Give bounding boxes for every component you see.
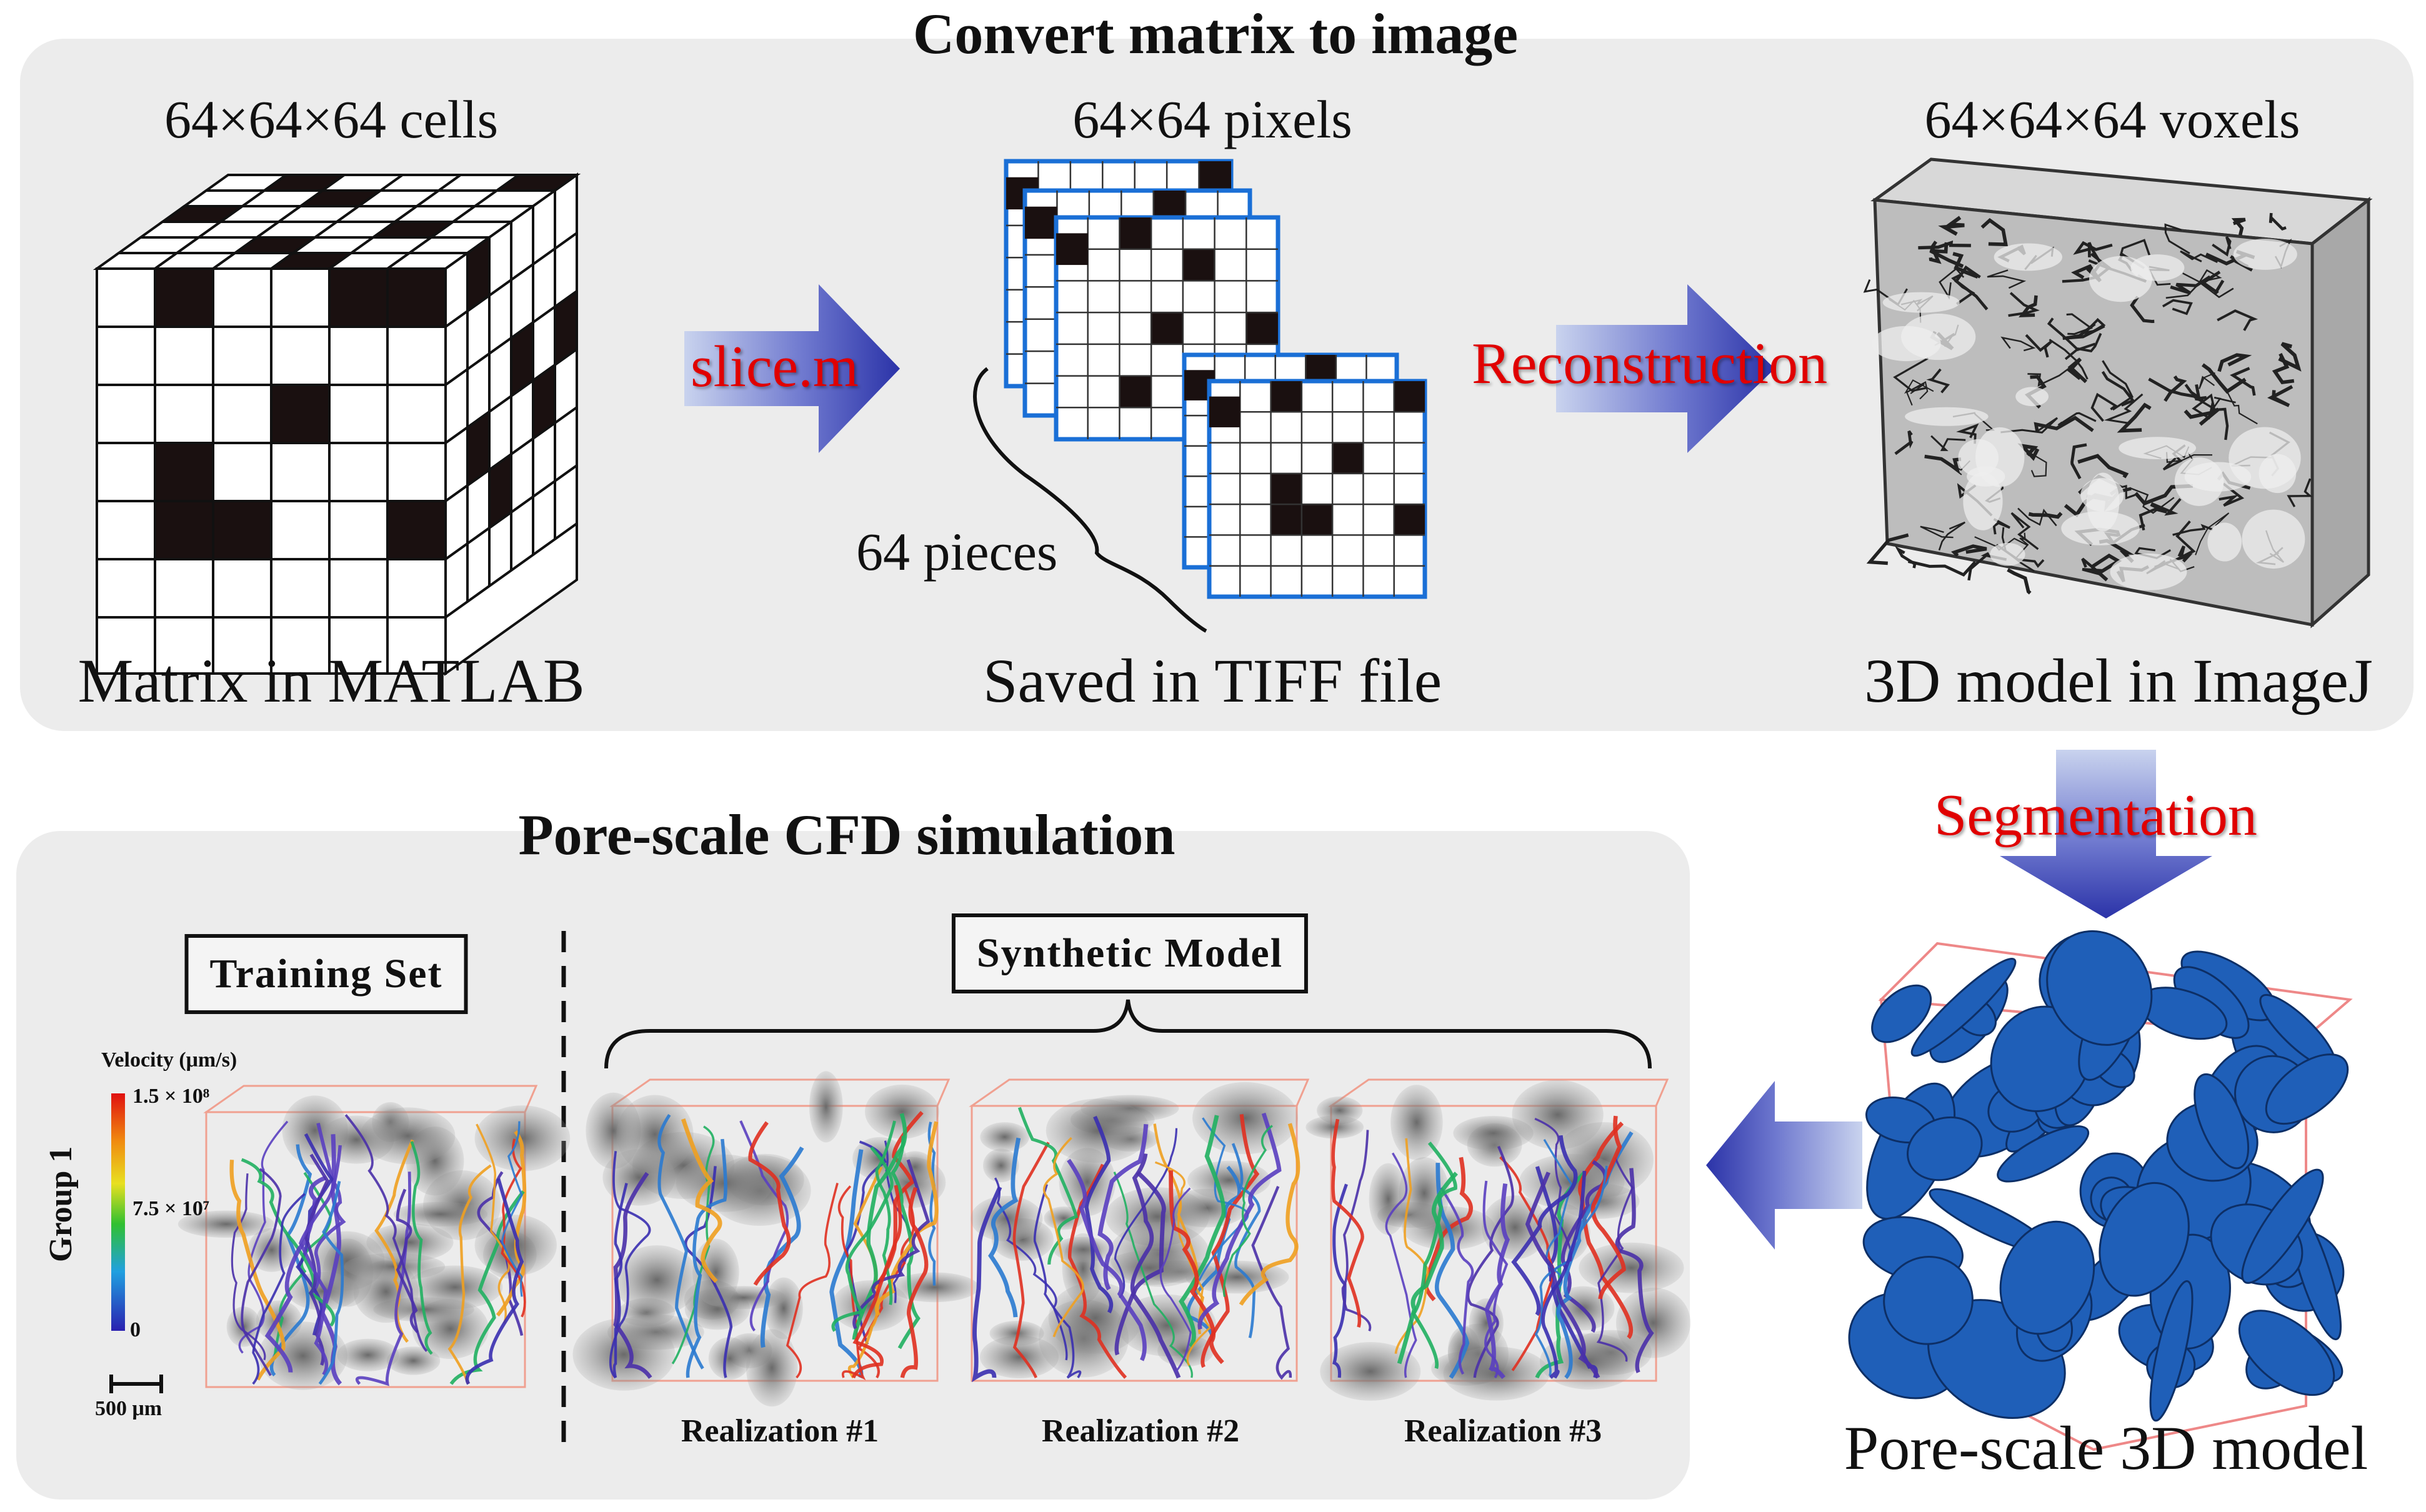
colorbar-mid-label: 7.5 × 10⁷: [132, 1197, 210, 1220]
matrix-cell: [154, 442, 214, 502]
pore-blob: [1999, 1220, 2095, 1335]
pore-blob: [1910, 958, 2017, 1057]
realization-1-label: Realization #1: [681, 1413, 879, 1449]
matrix-cell: [96, 384, 156, 444]
realization-2-label: Realization #2: [1041, 1413, 1240, 1449]
imagej-3d-model: [1863, 157, 2373, 629]
matrix-cell: [328, 500, 389, 560]
matrix-cell: [212, 500, 272, 560]
flow-simulation-cube: [572, 1071, 979, 1407]
matrix-cell: [96, 558, 156, 619]
matrix-cell: [154, 326, 214, 386]
pore-blob: [2238, 1310, 2335, 1396]
matrix-cell: [386, 500, 447, 560]
matrix-cell: [212, 442, 272, 502]
velocity-colorbar: [111, 1093, 125, 1331]
flow-simulation-cube: [177, 1085, 571, 1390]
matrix-cell: [328, 442, 389, 502]
matrix-cell: [270, 267, 331, 328]
slice-arrow: [684, 284, 900, 453]
matrix-cell: [328, 384, 389, 444]
training-set-box: Training Set: [184, 934, 468, 1014]
segmentation-label: Segmentation: [1934, 783, 2257, 848]
matrix-cell: [96, 500, 156, 560]
matrix-cell: [96, 442, 156, 502]
colorbar-min-label: 0: [130, 1318, 141, 1341]
segmentation-arrow: [2000, 750, 2212, 918]
matrix-cell: [328, 558, 389, 619]
matrix-cell: [212, 326, 272, 386]
realization-3-label: Realization #3: [1404, 1413, 1602, 1449]
matrix-cell: [386, 267, 447, 328]
section-title-cfd: Pore-scale CFD simulation: [518, 803, 1176, 867]
colorbar-max-label: 1.5 × 10⁸: [132, 1085, 210, 1108]
pore-blob: [2149, 1280, 2194, 1422]
matrix-cell: [386, 442, 447, 502]
matrix-cell: [154, 384, 214, 444]
matrix-dims-label: 64×64×64 cells: [164, 89, 499, 149]
pore-blob: [1883, 1255, 1974, 1345]
tiff-slice: [1207, 379, 1427, 599]
pieces-brace: [973, 367, 1207, 633]
matrix-cell: [270, 384, 331, 444]
matrix-cell: [270, 326, 331, 386]
section-title-convert: Convert matrix to image: [912, 2, 1519, 66]
reconstruction-arrow-label: Reconstruction: [1472, 331, 1828, 396]
tiff-slices: [1004, 159, 1427, 599]
matrix-cell: [270, 500, 331, 560]
matrix-cell: [386, 558, 447, 619]
matrix-cell: [212, 384, 272, 444]
to-cfd-arrow: [1706, 1081, 1862, 1250]
group-label: Group 1: [43, 1146, 79, 1262]
synthetic-model-box: Synthetic Model: [951, 913, 1309, 993]
matrix-cube: [92, 172, 581, 676]
pore-blob: [1907, 1116, 1983, 1181]
slice-arrow-label: slice.m: [691, 334, 859, 399]
pore-blob: [2241, 1168, 2324, 1284]
pore-blob: [2194, 1073, 2250, 1170]
colorbar-title: Velocity (μm/s): [101, 1048, 237, 1072]
matrix-cell: [154, 558, 214, 619]
pore-blob: [2046, 930, 2153, 1046]
model3d-caption: 3D model in ImageJ: [1864, 646, 2373, 715]
pore-blob: [1997, 1125, 2090, 1183]
pieces-count-label: 64 pieces: [856, 522, 1058, 582]
pore-blob: [2265, 1053, 2349, 1125]
matrix-cell: [328, 326, 389, 386]
matrix-cell: [154, 267, 214, 328]
slices-dims-label: 64×64 pixels: [1072, 89, 1352, 149]
flow-simulation-cube: [969, 1078, 1310, 1383]
matrix-caption: Matrix in MATLAB: [77, 646, 585, 715]
matrix-cell: [96, 326, 156, 386]
pore-blob: [2099, 1181, 2190, 1297]
pore-blob: [1871, 984, 1932, 1043]
slices-caption: Saved in TIFF file: [982, 646, 1442, 715]
matrix-cell: [154, 500, 214, 560]
flow-simulation-cube: [1305, 1078, 1691, 1401]
matrix-cell: [270, 442, 331, 502]
pore-scale-3d-model: [1848, 930, 2353, 1451]
matrix-cell: [386, 384, 447, 444]
matrix-cell: [270, 558, 331, 619]
matrix-cell: [212, 558, 272, 619]
model3d-dims-label: 64×64×64 voxels: [1924, 89, 2300, 149]
scale-bar-label: 500 μm: [95, 1397, 162, 1420]
matrix-cell: [386, 326, 447, 386]
reconstruction-arrow: [1556, 284, 1775, 453]
matrix-cell: [96, 267, 156, 328]
pore-model-caption: Pore-scale 3D model: [1844, 1413, 2369, 1483]
matrix-cell: [328, 267, 389, 328]
matrix-cell: [212, 267, 272, 328]
synthetic-brace: [604, 999, 1652, 1069]
scale-bar: [109, 1375, 163, 1393]
